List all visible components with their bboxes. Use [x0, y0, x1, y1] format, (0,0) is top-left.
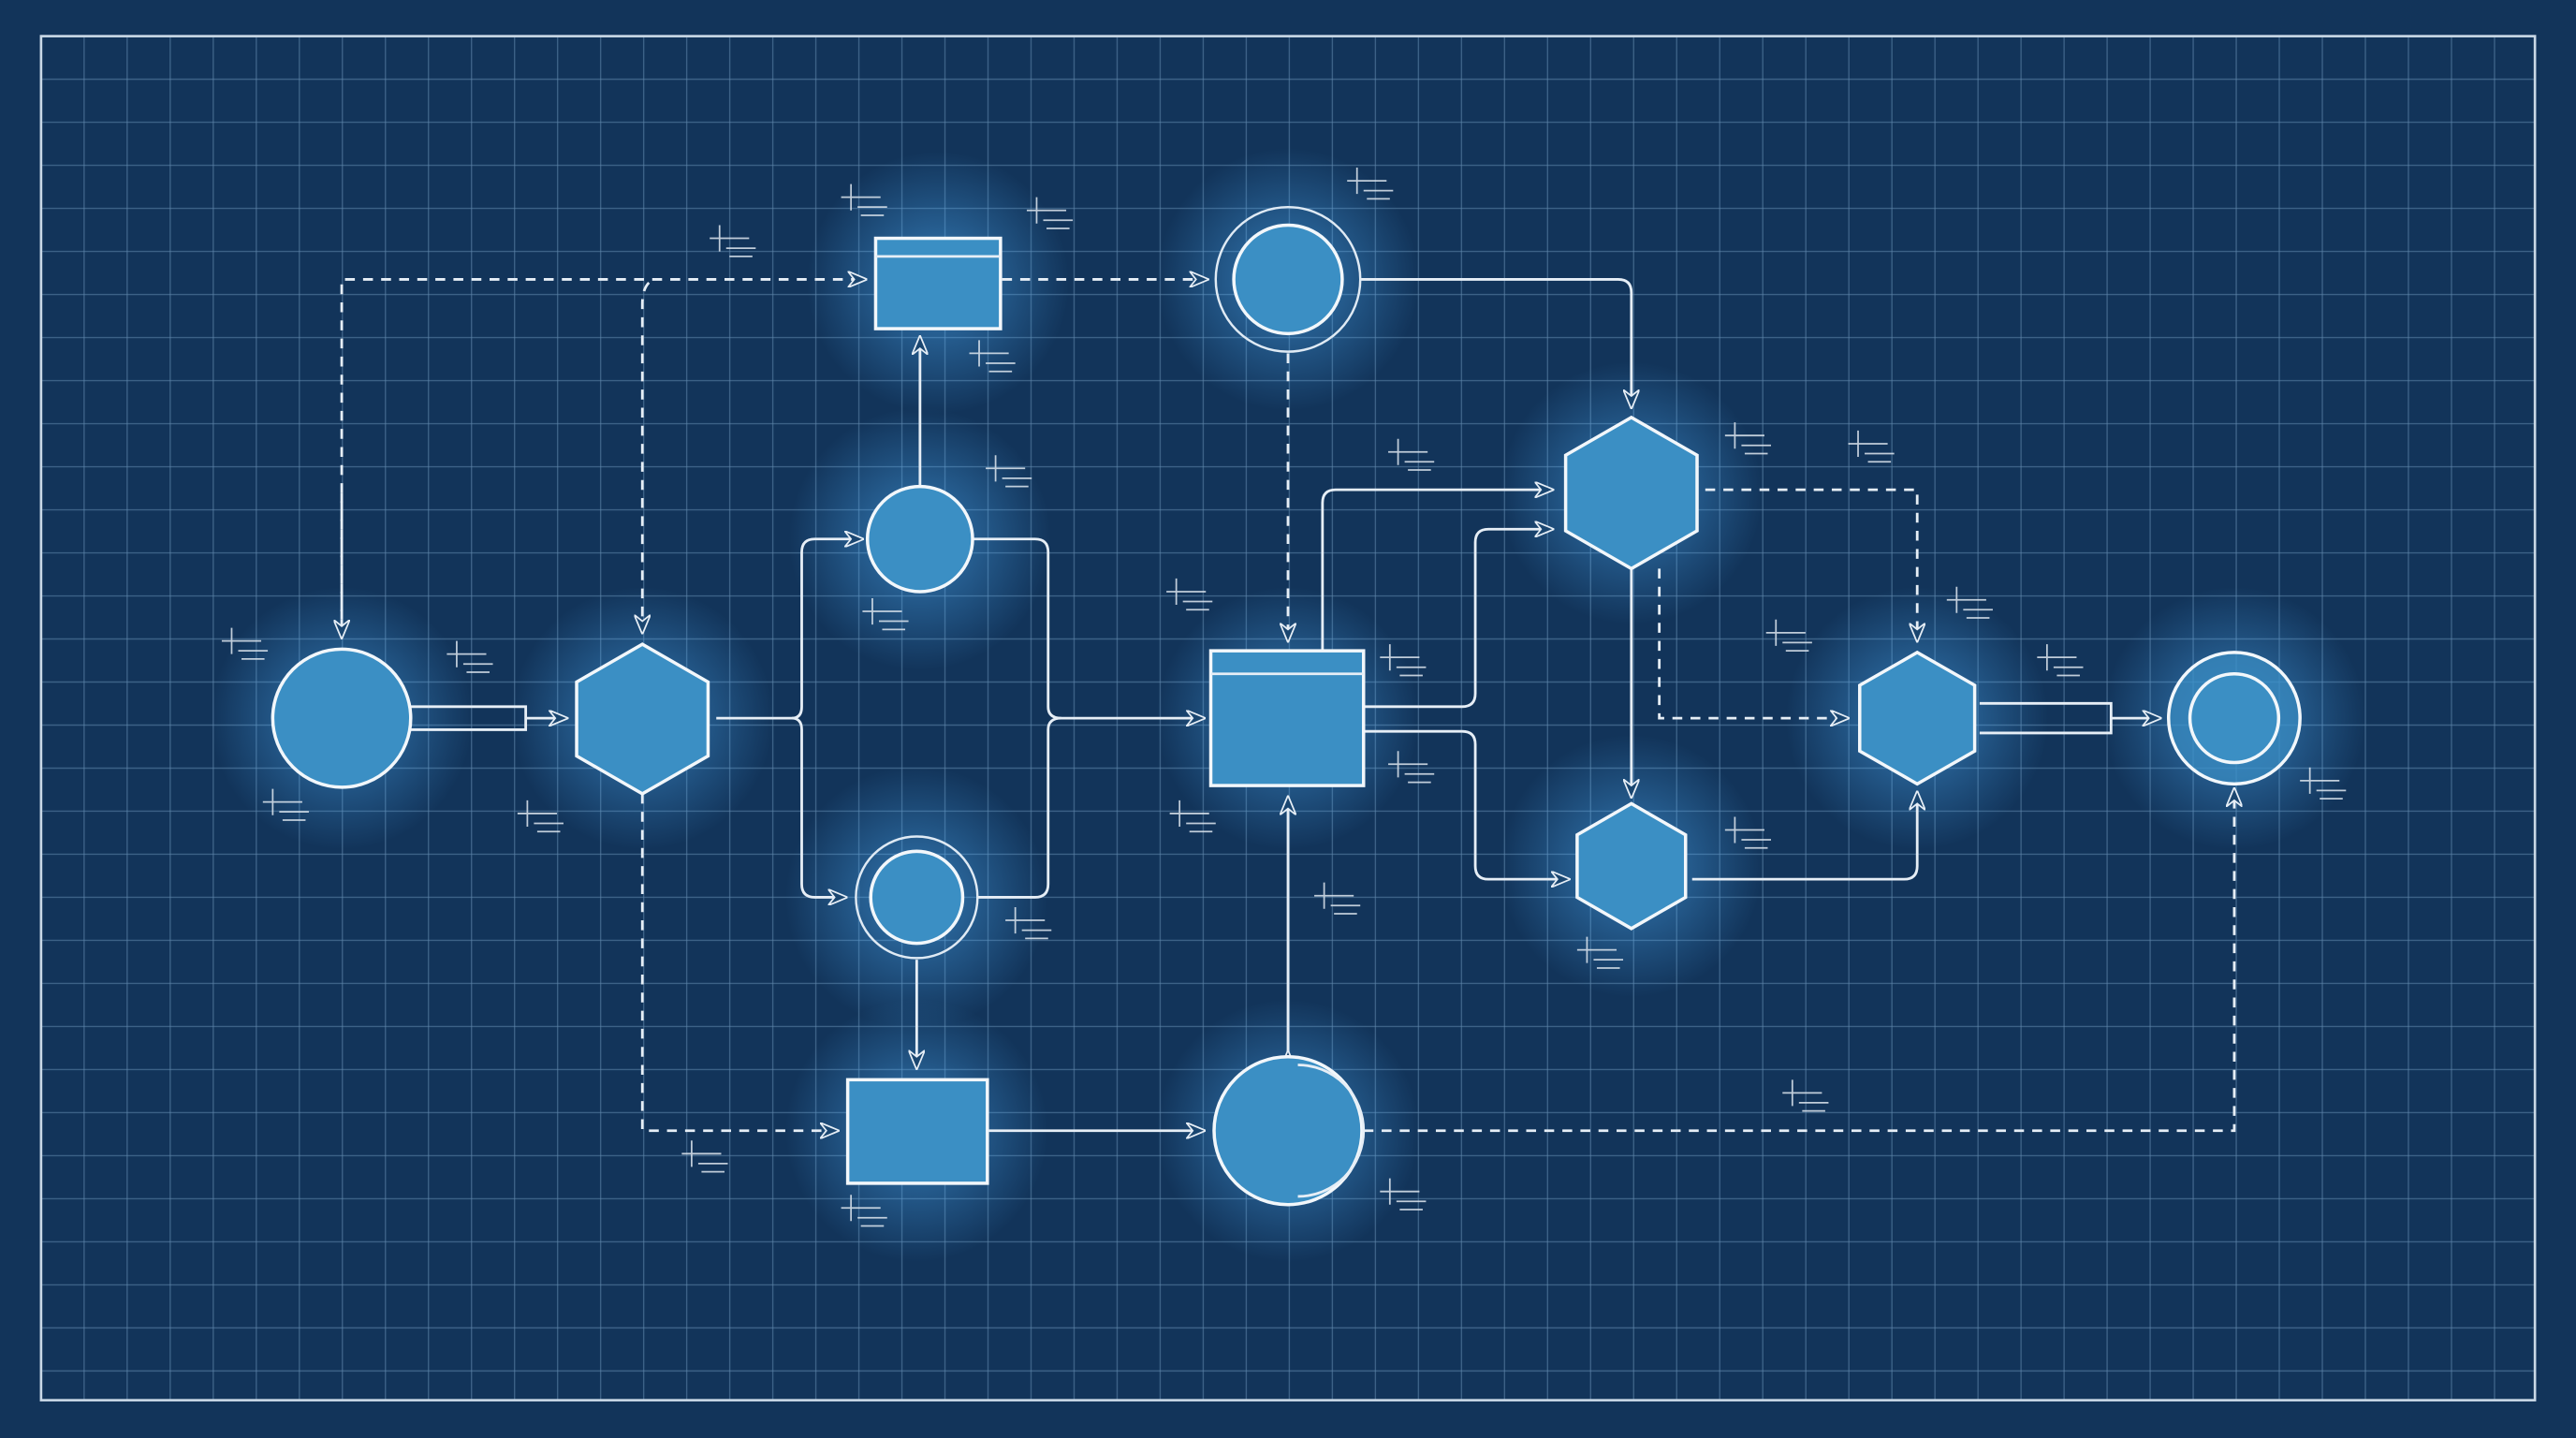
edge-r3-h2-a: [1321, 490, 1553, 652]
annotation-mark: [1576, 936, 1624, 969]
node-h1[interactable]: [575, 642, 710, 796]
annotation-mark: [446, 640, 493, 673]
edge-c3-h2: [1360, 278, 1632, 407]
node-c2[interactable]: [865, 484, 974, 594]
annotation-mark: [969, 340, 1016, 373]
edges: [342, 279, 2234, 1130]
node-r3[interactable]: [1208, 649, 1366, 787]
edge-r3-h3: [1363, 729, 1569, 879]
annotation-mark: [862, 597, 909, 631]
annotation-mark: [221, 627, 269, 660]
annotation-mark: [1380, 644, 1427, 677]
node-h4[interactable]: [1858, 650, 1977, 786]
node-c5[interactable]: [1212, 1054, 1366, 1207]
annotation-mark: [681, 1140, 728, 1173]
edge-c4-r3: [977, 716, 1061, 899]
node-c4[interactable]: [855, 835, 979, 960]
annotation-mark: [1388, 751, 1435, 784]
node-c3[interactable]: [1214, 205, 1362, 353]
annotation-mark: [986, 455, 1032, 488]
annotation-mark: [2300, 767, 2347, 800]
annotation-mark: [1724, 816, 1771, 849]
annotation-mark: [1347, 168, 1394, 200]
node-h2[interactable]: [1563, 415, 1699, 571]
annotation-mark: [841, 183, 887, 216]
edge-h2-h4: [1705, 488, 1917, 640]
annotation-mark: [1782, 1079, 1829, 1112]
annotation-mark: [1005, 906, 1052, 940]
annotation-mark: [1314, 882, 1361, 915]
annotation-mark: [1388, 438, 1435, 471]
frame-border: [39, 35, 2537, 1401]
node-r2[interactable]: [845, 1078, 989, 1185]
annotation-mark: [1380, 1178, 1427, 1211]
node-c1[interactable]: [271, 647, 413, 789]
annotation-mark: [517, 800, 564, 833]
edge-h1-r2: [640, 793, 838, 1131]
edge-h2-h4-b: [1658, 568, 1849, 718]
annotation-mark: [1026, 197, 1074, 229]
nodes: [271, 205, 2302, 1207]
edge-h3-h4: [1691, 792, 1917, 881]
annotation-marks: [221, 168, 2347, 1227]
edge-h1-c4: [791, 716, 846, 897]
node-h3[interactable]: [1575, 801, 1688, 931]
edge-r3-h2-b: [1363, 529, 1553, 709]
annotation-mark: [1848, 430, 1895, 463]
annotation-mark: [1765, 619, 1812, 653]
annotation-mark: [841, 1195, 887, 1227]
annotation-mark: [1946, 586, 1993, 619]
edge-c5-c6: [1363, 789, 2234, 1133]
node-c6[interactable]: [2166, 651, 2302, 786]
edge-top-dashed-h1: [642, 281, 649, 633]
edge-top-dashed-r1: [340, 279, 866, 638]
annotation-mark: [1169, 800, 1216, 833]
annotation-mark: [262, 788, 309, 821]
annotation-mark: [2037, 644, 2084, 677]
annotation-mark: [1724, 422, 1771, 455]
annotation-mark: [710, 225, 756, 257]
annotation-mark: [1166, 578, 1213, 611]
node-r1[interactable]: [873, 236, 1003, 330]
